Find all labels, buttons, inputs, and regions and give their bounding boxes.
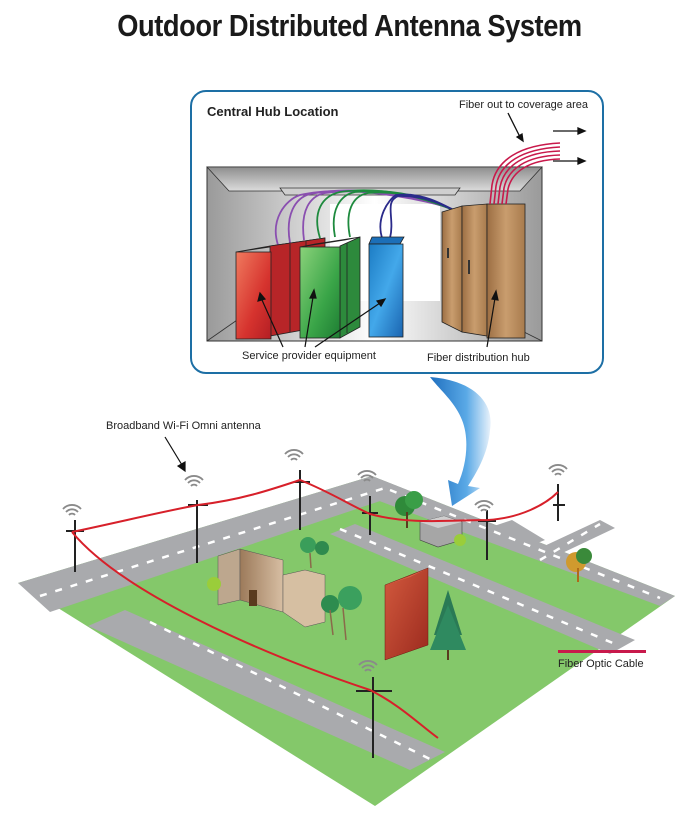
fiber-out-cables [489, 142, 561, 205]
label-pointer-arrows [257, 288, 499, 348]
fiber-optic-cable-route [71, 478, 559, 739]
legend-fiber-label: Fiber Optic Cable [558, 658, 644, 670]
fiber-out-label: Fiber out to coverage area [458, 99, 588, 111]
hub-title: Central Hub Location [207, 104, 339, 119]
page-title: Outdoor Distributed Antenna System [117, 8, 582, 43]
hub-to-area-arrow [430, 377, 491, 506]
city-block-map [18, 476, 675, 806]
fiber-distribution-hub-label: Fiber distribution hub [427, 352, 530, 364]
antenna-label-arrow [164, 436, 186, 473]
fiber-out-arrows [507, 112, 587, 165]
service-provider-rack-green [299, 236, 361, 339]
fiber-distribution-hub [441, 203, 526, 339]
patch-cables [274, 189, 471, 246]
service-provider-equipment-label: Service provider equipment [242, 350, 376, 362]
wifi-antenna-icons [62, 449, 568, 672]
trees [207, 491, 592, 660]
legend-fiber-swatch [558, 650, 646, 653]
omni-antenna-label: Broadband Wi-Fi Omni antenna [106, 420, 261, 432]
service-provider-rack-blue [368, 236, 405, 338]
